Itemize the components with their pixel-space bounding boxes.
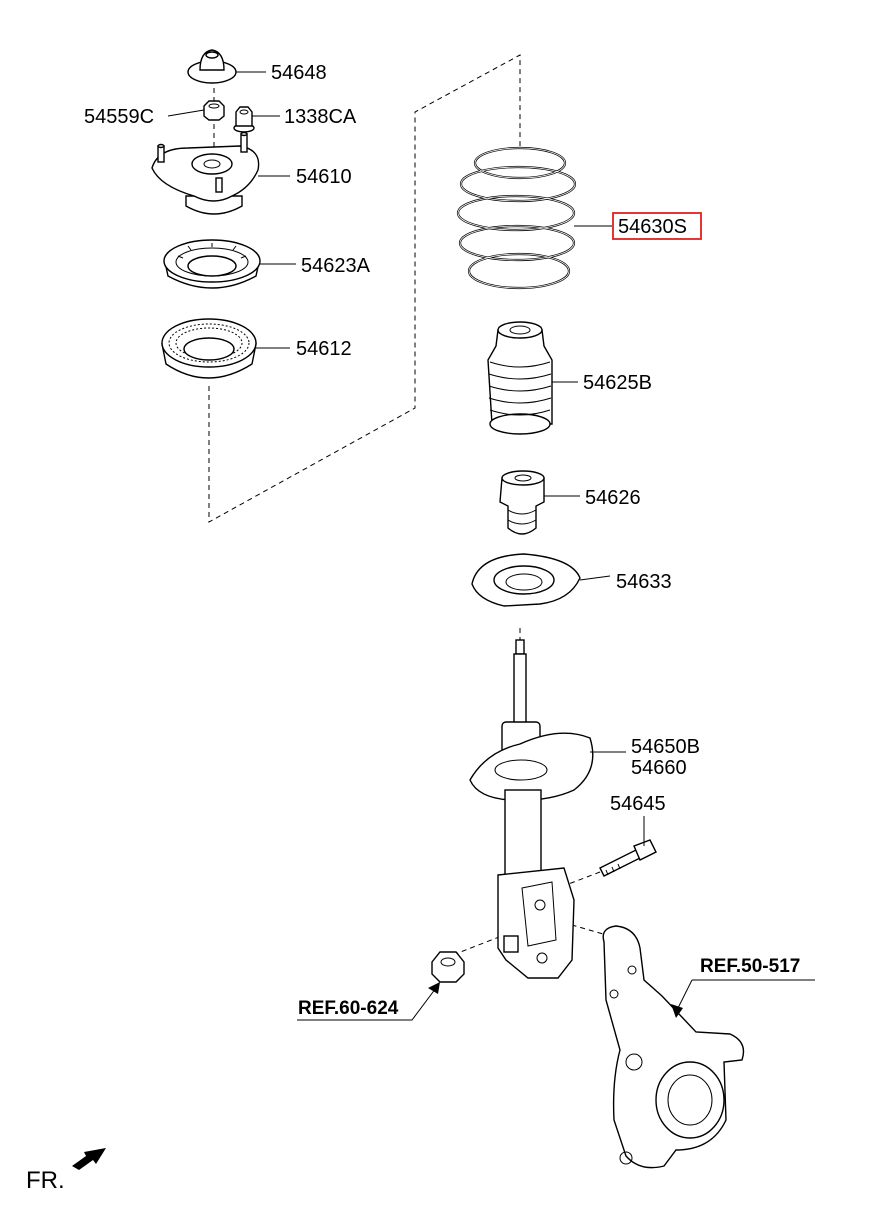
part-54633-spring-seat[interactable] bbox=[471, 553, 581, 607]
label-54630s[interactable]: 54630S bbox=[618, 216, 687, 238]
label-ref-50-517[interactable]: REF.50-517 bbox=[700, 956, 800, 977]
part-54648-dust-cap[interactable] bbox=[187, 49, 237, 84]
label-54660[interactable]: 54660 bbox=[631, 757, 687, 779]
label-54648[interactable]: 54648 bbox=[271, 62, 327, 84]
part-54630s-coil-spring[interactable] bbox=[456, 146, 577, 290]
front-direction-label: FR. bbox=[26, 1167, 65, 1194]
leader-lines bbox=[167, 71, 815, 1021]
part-54612-bearing[interactable] bbox=[161, 318, 257, 379]
label-54612[interactable]: 54612 bbox=[296, 338, 352, 360]
ref-60-624-nut[interactable] bbox=[431, 951, 465, 983]
label-54626[interactable]: 54626 bbox=[585, 487, 641, 509]
assembly-dashed-lines bbox=[208, 54, 611, 959]
label-54623a[interactable]: 54623A bbox=[301, 255, 371, 277]
part-54645-bolt[interactable] bbox=[599, 839, 657, 877]
ref-50-517-knuckle[interactable] bbox=[602, 925, 745, 1169]
label-54650b[interactable]: 54650B bbox=[631, 736, 700, 758]
part-1338ca-flange-nut[interactable] bbox=[233, 106, 255, 133]
label-54559c[interactable]: 54559C bbox=[84, 106, 154, 128]
highlight-box-54630s bbox=[612, 212, 702, 240]
part-54625b-dust-boot[interactable] bbox=[487, 321, 553, 435]
part-54623a-spring-pad[interactable] bbox=[163, 239, 261, 289]
part-54626-bump-stopper[interactable] bbox=[499, 470, 545, 535]
part-54559c-nut[interactable] bbox=[203, 100, 225, 121]
part-54610-strut-mount[interactable] bbox=[151, 131, 260, 215]
part-54650b-strut[interactable] bbox=[469, 639, 594, 979]
label-54625b[interactable]: 54625B bbox=[583, 372, 652, 394]
front-direction-arrow-icon bbox=[72, 1148, 106, 1170]
label-54645[interactable]: 54645 bbox=[610, 793, 666, 815]
label-54633[interactable]: 54633 bbox=[616, 571, 672, 593]
label-54610[interactable]: 54610 bbox=[296, 166, 352, 188]
label-1338ca[interactable]: 1338CA bbox=[284, 106, 357, 128]
label-ref-60-624[interactable]: REF.60-624 bbox=[298, 998, 399, 1019]
leader-arrowheads bbox=[428, 982, 683, 1018]
